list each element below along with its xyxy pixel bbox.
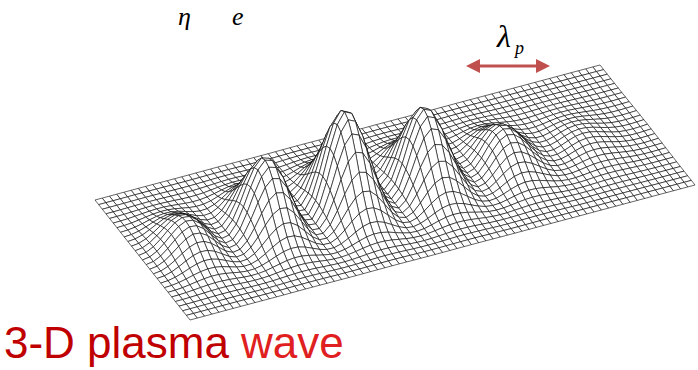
title-text: wave (241, 318, 344, 368)
formula-fragment: η (178, 2, 191, 32)
title-text: 3-D plasma (4, 318, 229, 368)
arrow-head (466, 59, 480, 73)
wavelength-arrow (476, 65, 540, 68)
wavelength-subscript: p (515, 38, 524, 59)
arrow-head (536, 59, 550, 73)
formula-fragment: e (232, 2, 244, 32)
wavelength-symbol: λ (497, 18, 511, 55)
